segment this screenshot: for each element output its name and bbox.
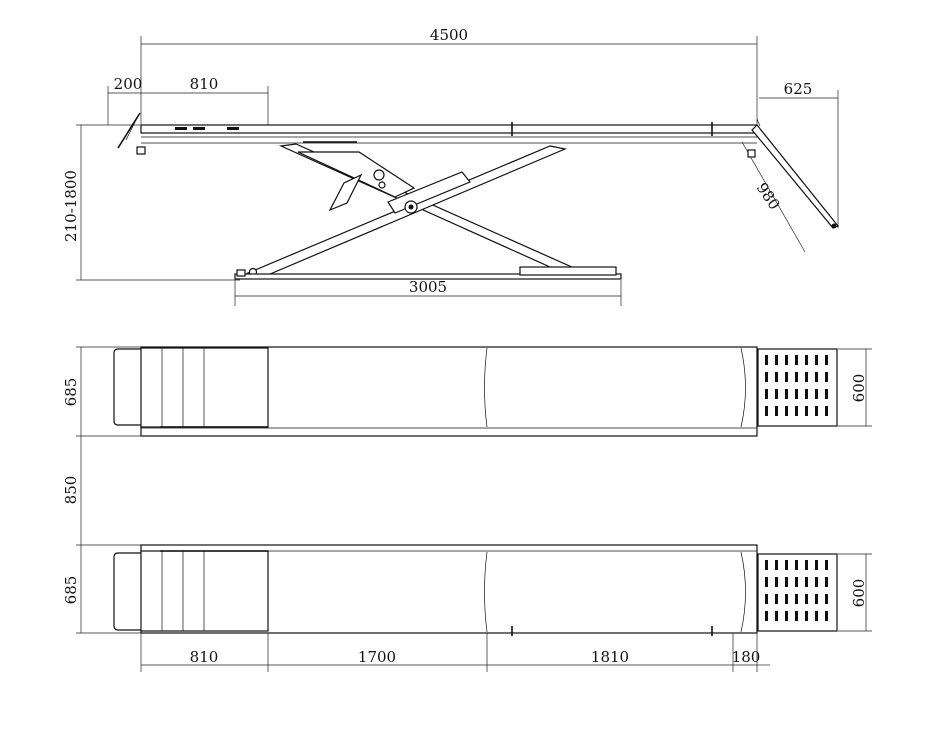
side-view: 4500 200 810 625 210-1800 980 [62,26,839,306]
ramp-slot [765,594,768,604]
ramp-slot [775,611,778,621]
ramp-slot [815,355,818,365]
ramp-slot [765,577,768,587]
dim-980-label: 980 [753,179,784,213]
dim-810-bottom-label: 810 [190,648,219,666]
ramp-slot [805,594,808,604]
dim-685-bottom-label: 685 [62,576,80,605]
ramp-slot [785,372,788,382]
ramp-slot [825,389,828,399]
ramp-slot [785,406,788,416]
ramp-slot [815,560,818,570]
ramp-slot [765,355,768,365]
ramp-slot [825,611,828,621]
ramp-slot [795,560,798,570]
ramp-slot [765,372,768,382]
dim-850-label: 850 [62,476,80,505]
ramp-slot [775,372,778,382]
ramp-slot [825,355,828,365]
dim-600-top-label: 600 [850,374,868,403]
ramp-slot [785,389,788,399]
ramp-slot [805,372,808,382]
ramp-slot [795,406,798,416]
ramp-slot [805,355,808,365]
dim-3005-label: 3005 [409,278,447,296]
dim-200-label: 200 [114,75,143,93]
dim-1700-label: 1700 [358,648,396,666]
ramp-slot [775,577,778,587]
ramp-slot [785,611,788,621]
ramp-slot [795,577,798,587]
dim-600-bottom-label: 600 [850,579,868,608]
ramp-slot [825,560,828,570]
plan-view-platform-2: 685 600 810 1700 1810 180 [62,544,872,672]
ramp-slot [825,406,828,416]
ramp-slot [765,611,768,621]
ramp-slot [805,560,808,570]
ramp-side [751,124,839,229]
ramp-slot [785,560,788,570]
ramp-slot [785,355,788,365]
ramp-slot [815,611,818,621]
ramp-slot [795,389,798,399]
ramp-slot [775,389,778,399]
ramp-slot [765,406,768,416]
ramp-slot [775,560,778,570]
ramp-slot [805,577,808,587]
base-frame [234,273,622,280]
ramp-slot [815,372,818,382]
dim-height-label: 210-1800 [62,170,80,242]
ramp-slot [775,594,778,604]
plan-view-platform-1: 685 600 [62,346,872,437]
dim-180-label: 180 [732,648,761,666]
ramp-slot [815,406,818,416]
ramp-slot [805,406,808,416]
ramp-slot [785,577,788,587]
ramp-slot [815,594,818,604]
ramp-slot [795,372,798,382]
ramp-slot [765,389,768,399]
ramp-slot [825,577,828,587]
dim-810-top-label: 810 [190,75,219,93]
ramp-slot [825,594,828,604]
dim-1810-label: 1810 [591,648,629,666]
dim-685-top-label: 685 [62,378,80,407]
ramp-slot [785,594,788,604]
ramp-slot [795,611,798,621]
dim-4500-label: 4500 [430,26,468,44]
ramp-slot [765,560,768,570]
ramp-slot [775,406,778,416]
ramp-slot [825,372,828,382]
gap-dimension: 850 [62,436,82,545]
ramp-slot [805,611,808,621]
ramp-slot [815,577,818,587]
ramp-slot [815,389,818,399]
ramp-slot [805,389,808,399]
ramp-slot [795,355,798,365]
ramp-slot [795,594,798,604]
ramp-slot [775,355,778,365]
dim-625-label: 625 [784,80,813,98]
